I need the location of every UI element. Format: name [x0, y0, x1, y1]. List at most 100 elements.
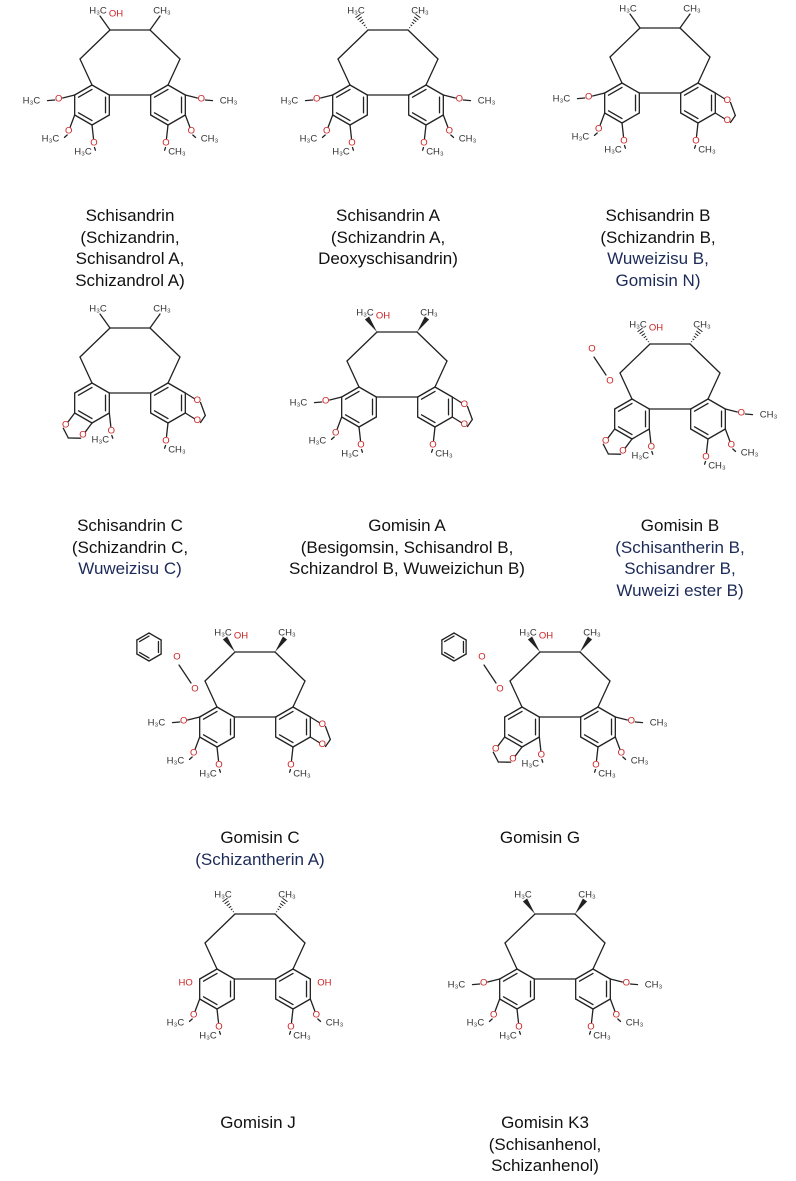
bond [504, 913, 536, 944]
bond [288, 1030, 292, 1035]
ring-bond [74, 412, 93, 424]
ring-bond [434, 416, 453, 428]
atom-label: CH₃ [650, 718, 668, 729]
ring-bond [167, 412, 186, 424]
bond [274, 651, 306, 682]
bond [599, 112, 606, 126]
atom-label: H₃C [167, 756, 185, 767]
ring-bond [614, 428, 633, 440]
ring-bond [148, 632, 162, 641]
bond [79, 58, 93, 86]
compound-name: Schisandrin C [77, 516, 183, 535]
atom-label: O [194, 395, 201, 406]
hash-bond [415, 13, 421, 19]
bond [346, 360, 360, 388]
bond [309, 736, 320, 744]
ring-bond [275, 998, 294, 1010]
double-bond [607, 110, 623, 120]
ring-bond [580, 706, 599, 718]
atom-label: CH₃ [598, 769, 616, 780]
bond [466, 418, 473, 428]
bond [290, 746, 294, 762]
bond [199, 401, 206, 417]
atom-label: O [587, 1022, 594, 1033]
caption-schisandrin-b: Schisandrin B (Schizandrin B, Wuweizisu … [578, 205, 738, 291]
double-bond [443, 635, 455, 643]
bond [648, 428, 652, 444]
atom-label: H₃C [629, 320, 647, 331]
bond [488, 1018, 493, 1023]
bond [218, 1030, 222, 1035]
double-bond [77, 112, 93, 122]
caption-schisandrin: Schisandrin (Schizandrin, Schisandrol A,… [40, 205, 220, 291]
hash-bond [230, 908, 233, 911]
atom-label: CH₃ [293, 1031, 311, 1042]
caption-gomisin-g: Gomisin G [470, 827, 610, 849]
atom-label: H₃C [148, 718, 166, 729]
bond [304, 99, 314, 102]
bond [167, 58, 181, 86]
compound-alias: Schizandrol B, Wuweizichun B) [289, 559, 525, 578]
bond [358, 426, 362, 442]
bond [732, 448, 737, 453]
ring-bond [341, 386, 360, 398]
atom-label: OH [649, 323, 663, 334]
bond [634, 721, 644, 724]
ring-bond [680, 112, 699, 124]
atom-label: H₃C [553, 94, 571, 105]
atom-label: CH₃ [698, 145, 716, 156]
bond [514, 746, 523, 757]
bond [623, 144, 627, 149]
compound-alias: Schizandrol A) [75, 270, 185, 290]
atom-label: CH₃ [683, 4, 701, 15]
bond [697, 56, 711, 84]
bond [62, 427, 69, 439]
bond [497, 736, 506, 747]
bond [651, 450, 654, 455]
atom-label: O [313, 94, 320, 105]
ring-bond [167, 84, 186, 96]
atom-label: H₃C [332, 147, 350, 158]
atom-label: O [702, 452, 709, 463]
bond [204, 99, 214, 102]
bond [590, 1008, 594, 1024]
wedge-bond [222, 636, 235, 652]
compound-name: Schisandrin B [605, 206, 711, 225]
atom-label: O [108, 426, 115, 437]
double-bond [202, 710, 218, 720]
bond [425, 58, 439, 86]
atom-label: O [724, 95, 731, 106]
bond [149, 15, 161, 31]
bond [592, 942, 606, 970]
double-bond [202, 734, 218, 744]
bond [494, 998, 501, 1012]
ring-bond [516, 968, 535, 980]
hash-bond [357, 16, 362, 21]
double-bond [278, 996, 294, 1006]
bond [204, 942, 218, 970]
atom-label: O [692, 136, 699, 147]
ring-bond [631, 398, 650, 410]
atom-label: H₃C [92, 435, 110, 446]
compound-alias: Wuweizi ester B) [616, 580, 744, 600]
bond [62, 94, 76, 99]
bond [538, 736, 542, 752]
ring-bond [358, 386, 377, 398]
atom-label: CH₃ [578, 890, 596, 901]
compound-alias: (Schisanhenol, [488, 1134, 602, 1154]
atom-label: O [592, 760, 599, 771]
bond [689, 343, 721, 374]
hash-bond [355, 13, 361, 19]
atom-label: O [420, 138, 427, 149]
atom-label: O [313, 1010, 320, 1021]
bond [609, 56, 623, 84]
bond [63, 134, 68, 139]
hash-bond [277, 908, 280, 911]
ring-bond [216, 736, 235, 748]
ring-bond [580, 736, 599, 748]
ring-bond [680, 82, 699, 94]
bond [360, 448, 364, 453]
